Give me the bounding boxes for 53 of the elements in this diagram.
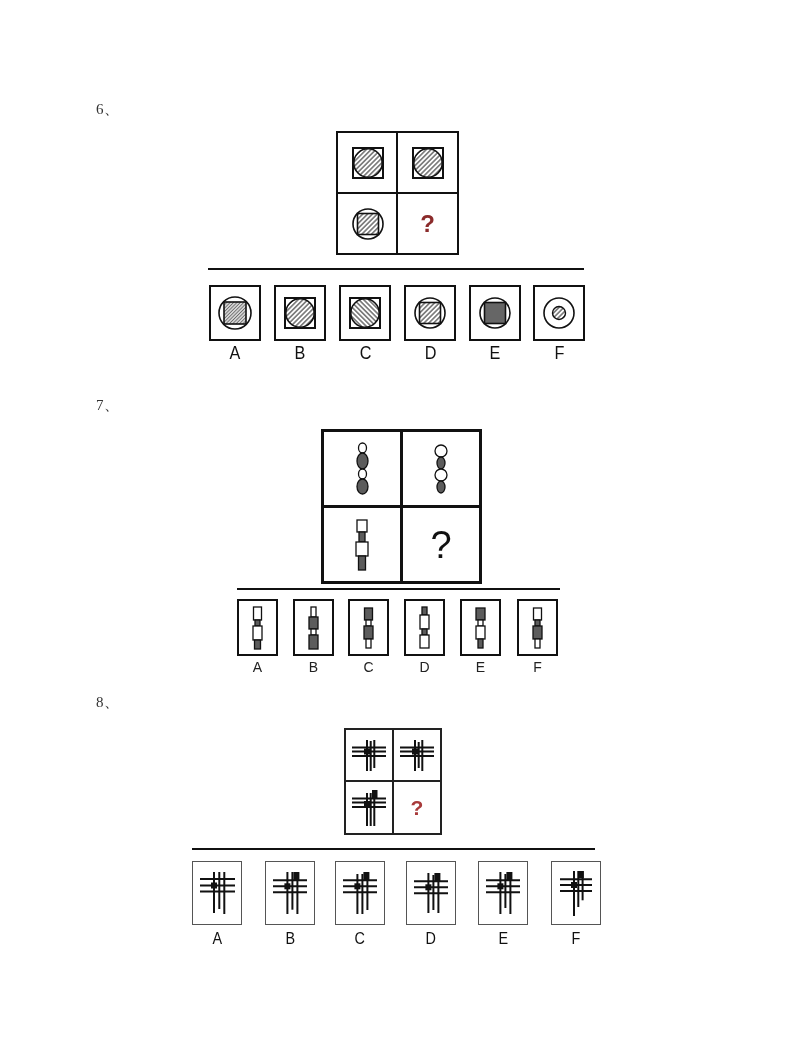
- question-mark: ?: [420, 211, 435, 236]
- option-letter: A: [252, 660, 263, 674]
- question-number: 8、: [96, 695, 119, 710]
- option-letter: B: [294, 344, 306, 362]
- option-letter: D: [419, 660, 430, 674]
- option-letter: E: [489, 344, 501, 362]
- option-letter: B: [308, 660, 319, 674]
- answer-option-box: [517, 599, 558, 656]
- answer-option-box: [348, 599, 389, 656]
- option-letter: E: [475, 660, 486, 674]
- answer-option-box: [460, 599, 501, 656]
- puzzle-cell: [392, 728, 442, 783]
- puzzle-cell: [321, 505, 403, 584]
- puzzle-cell: [344, 780, 394, 835]
- option-letter: C: [354, 931, 366, 947]
- puzzle-cell: [336, 192, 399, 255]
- option-letter: F: [571, 931, 581, 947]
- option-letter: D: [424, 344, 436, 362]
- answer-option-box: [469, 285, 521, 341]
- answer-option-box: [209, 285, 261, 341]
- answer-option-box: [478, 861, 528, 925]
- puzzle-cell: [396, 131, 459, 194]
- answer-option-box: [274, 285, 326, 341]
- option-letter: C: [359, 344, 371, 362]
- puzzle-cell: [336, 131, 399, 194]
- option-letter: F: [554, 344, 564, 362]
- puzzle-cell: [321, 429, 403, 508]
- puzzle-cell: [400, 429, 482, 508]
- puzzle-cell: [396, 192, 459, 255]
- puzzle-cell: [392, 780, 442, 835]
- answer-option-box: [237, 599, 278, 656]
- option-letter: D: [425, 931, 437, 947]
- answer-option-box: [406, 861, 456, 925]
- answer-option-box: [404, 285, 456, 341]
- question-number: 6、: [96, 102, 119, 117]
- answer-option-box: [293, 599, 334, 656]
- option-letter: E: [498, 931, 508, 947]
- option-letter: C: [363, 660, 374, 674]
- question-number: 7、: [96, 398, 119, 413]
- answer-option-box: [533, 285, 585, 341]
- option-letter: B: [285, 931, 295, 947]
- answer-option-box: [551, 861, 601, 925]
- answer-option-box: [192, 861, 242, 925]
- option-letter: A: [229, 344, 241, 362]
- question-mark: ?: [430, 525, 452, 564]
- option-letter: A: [212, 931, 222, 947]
- answer-option-box: [265, 861, 315, 925]
- answer-option-box: [404, 599, 445, 656]
- option-letter: F: [533, 660, 542, 674]
- puzzle-cell: [400, 505, 482, 584]
- answer-option-box: [335, 861, 385, 925]
- answer-option-box: [339, 285, 391, 341]
- question-mark: ?: [410, 797, 424, 818]
